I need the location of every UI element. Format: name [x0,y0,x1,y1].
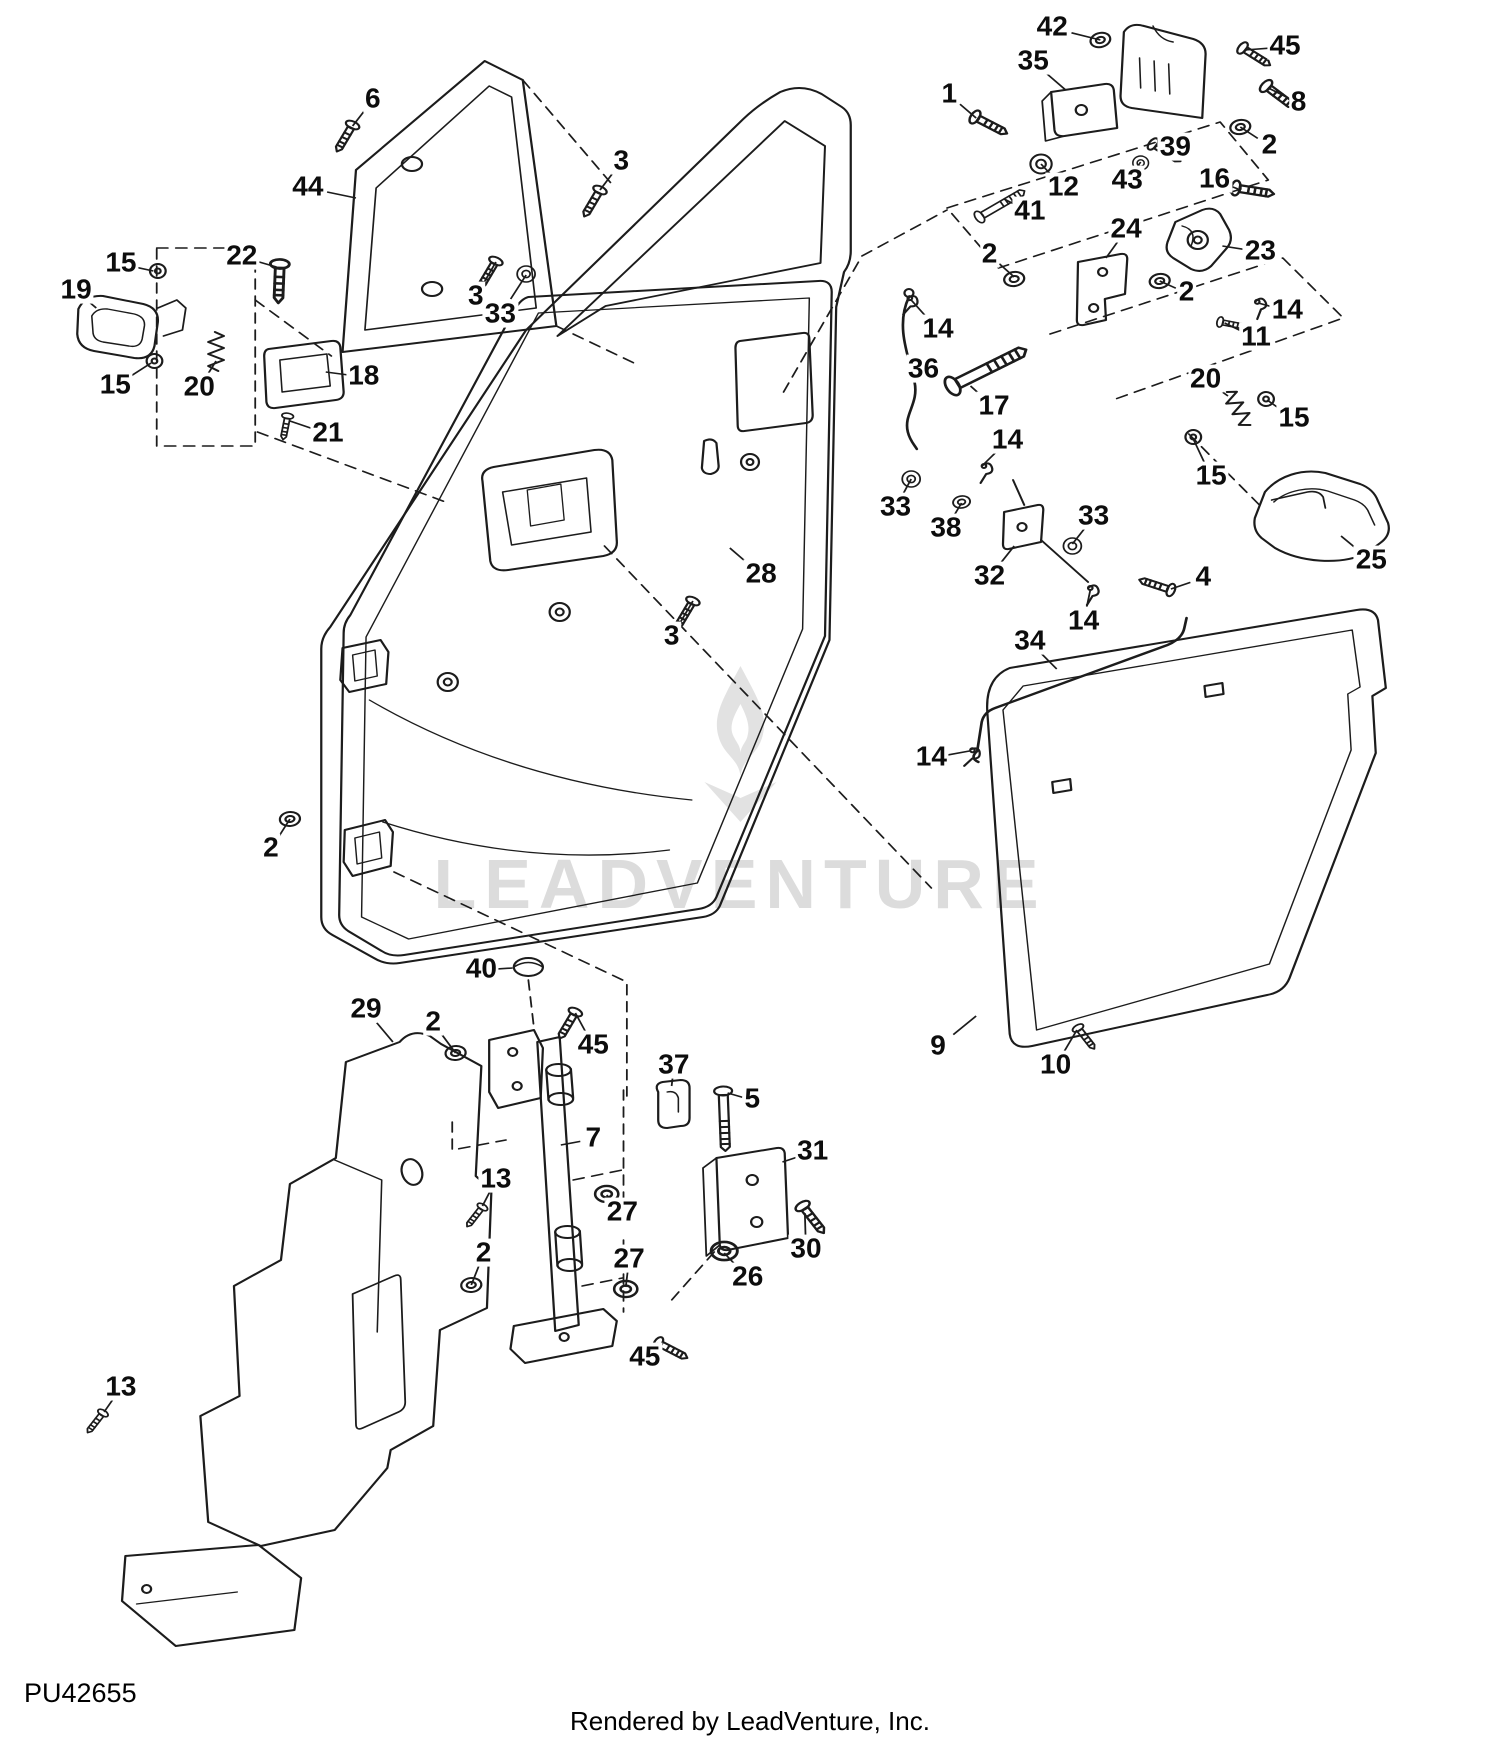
callout-label: 15 [1276,401,1312,433]
callout-label: 2 [1176,275,1197,307]
callout-label: 14 [913,740,949,772]
callout-label: 6 [362,82,383,114]
callout-label: 20 [1188,362,1224,394]
part-window-panel [341,60,558,353]
callout-label: 14 [920,312,956,344]
part-inner-handle [76,294,187,360]
callout-label: 3 [611,144,632,176]
callout-label: 15 [103,246,139,278]
callout-label: 29 [348,992,384,1024]
callout-label: 15 [97,368,133,400]
callout-label: 45 [575,1028,611,1060]
callout-label: 18 [346,359,382,391]
callout-label: 40 [463,952,499,984]
callout-label: 13 [103,1370,139,1402]
callout-label: 35 [1015,44,1051,76]
watermark: LEADVENTURE [433,660,1046,924]
callout-label: 45 [627,1340,663,1372]
callout-label: 10 [1038,1048,1074,1080]
callout-label: 36 [905,352,942,384]
callout-label: 8 [1288,85,1309,117]
callout-label: 15 [1193,459,1229,491]
part-rear-panel [986,608,1387,1048]
part-outer-handle [1253,470,1390,562]
callout-label: 31 [795,1134,831,1166]
callout-label: 32 [971,559,1008,591]
callout-label: 14 [1269,293,1305,325]
callout-label: 17 [976,389,1012,421]
part-hinge-pillar [488,957,618,1364]
callout-label: 3 [465,279,486,311]
callout-label: 14 [989,423,1026,455]
callout-label: 33 [877,490,914,522]
part-code-label: PU42655 [24,1678,137,1708]
part-door-assembly [320,87,852,965]
callout-label: 25 [1353,543,1389,575]
callout-label: 3 [661,619,682,651]
part-side-panel [120,1032,493,1647]
callout-label: 2 [979,237,1000,269]
callout-label: 14 [1066,604,1102,636]
callout-label: 39 [1157,130,1193,162]
callout-label: 2 [1259,128,1280,160]
callout-label: 13 [478,1162,514,1194]
callout-label: 12 [1045,170,1081,202]
callout-label: 4 [1193,560,1214,592]
callout-label: 23 [1242,234,1279,266]
callout-label: 2 [261,831,281,863]
callout-label: 19 [58,273,94,305]
callout-label: 41 [1012,194,1048,226]
callout-label: 28 [743,557,779,589]
callout-label: 37 [656,1048,692,1080]
callout-label: 27 [611,1242,647,1274]
watermark-text: LEADVENTURE [433,845,1047,923]
callout-label: 21 [310,416,346,448]
callout-label: 9 [928,1029,948,1061]
callout-label: 16 [1196,162,1233,194]
footer-credit: Rendered by LeadVenture, Inc. [570,1706,930,1736]
part-handle-plate [263,339,345,410]
callout-label: 11 [1239,320,1273,352]
callout-label: 45 [1267,29,1303,61]
callout-label: 1 [939,77,960,109]
callout-label: 2 [473,1236,494,1268]
callout-label: 30 [788,1232,824,1264]
callout-label: 24 [1108,212,1144,244]
callout-label: 22 [224,239,260,271]
callout-label: 44 [290,170,326,202]
callout-label: 33 [482,297,518,329]
callout-label: 33 [1076,499,1112,531]
callout-label: 27 [604,1195,640,1227]
callout-label: 43 [1109,163,1145,195]
callout-label: 34 [1012,624,1048,656]
part-upper-brackets [1041,23,1233,327]
callout-label: 20 [181,370,217,402]
callout-label: 7 [583,1121,604,1153]
callout-label: 26 [730,1260,766,1292]
callout-label: 2 [423,1005,443,1037]
callout-label: 42 [1034,10,1070,42]
callout-label: 38 [928,511,964,543]
leadventure-flame-logo [703,666,776,822]
callout-label: 5 [742,1082,763,1114]
